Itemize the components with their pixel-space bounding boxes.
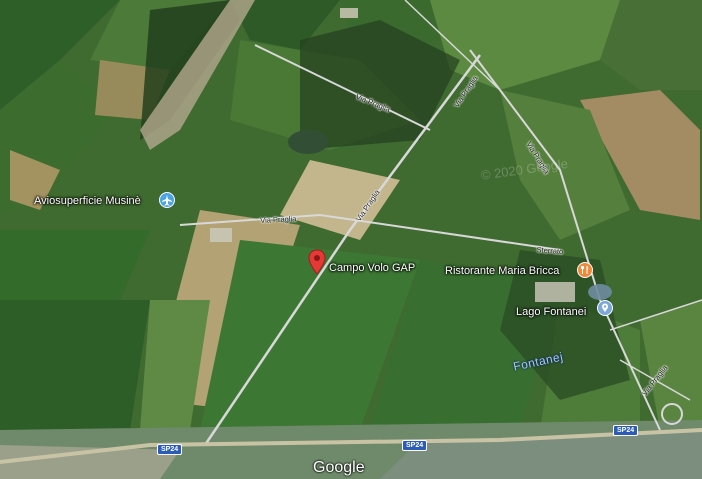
road-shield-sp24: SP24 <box>402 440 428 451</box>
google-logo: Google <box>313 459 365 476</box>
place-label-campo-volo[interactable]: Campo Volo GAP <box>329 262 416 274</box>
road-shield-sp24: SP24 <box>157 444 183 455</box>
place-label-aviosuperficie[interactable]: Aviosuperficie Musinè <box>34 195 141 207</box>
place-label-lago[interactable]: Lago Fontanei <box>516 306 587 318</box>
road-label-via-praglia: Via Praglia <box>260 214 297 225</box>
place-label-ristorante[interactable]: Ristorante Maria Bricca <box>445 265 560 277</box>
road-shield-sp24: SP24 <box>613 425 639 436</box>
